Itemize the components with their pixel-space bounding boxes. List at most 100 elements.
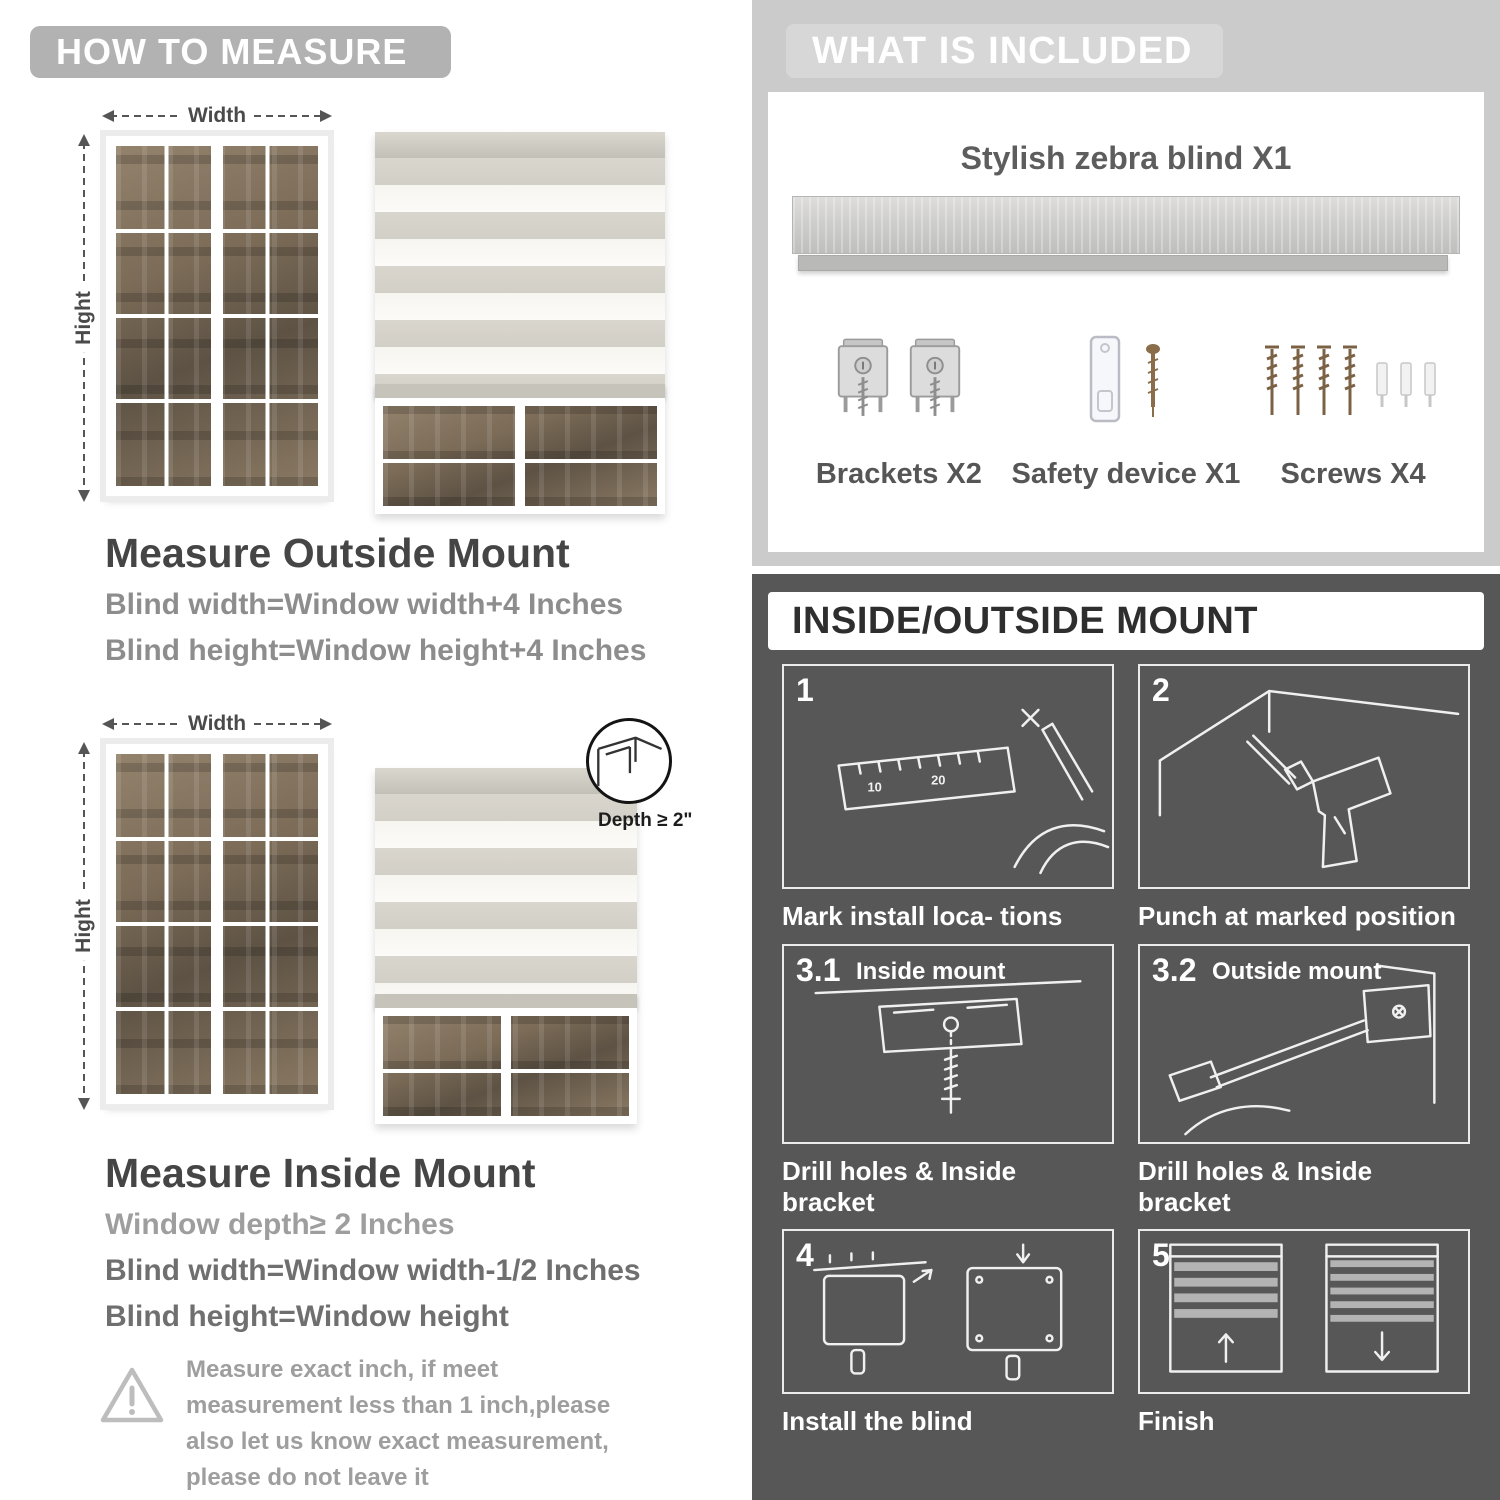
step-caption: Punch at marked position: [1138, 901, 1456, 931]
mark-locations-art: 10 20: [837, 708, 1110, 875]
height-label: Hight: [72, 891, 96, 961]
step-2-box: 2: [1138, 664, 1470, 889]
width-arrow: Width: [100, 104, 334, 128]
window-muntins: [383, 406, 657, 506]
height-arrow: Hight: [72, 740, 96, 1112]
brackets-icons: [832, 322, 966, 444]
outside-bracket-art: [1168, 964, 1436, 1136]
outside-mount-figure: Width Hight: [70, 104, 690, 522]
step-caption: Install the blind: [782, 1406, 973, 1436]
safety-device-item: Safety device X1: [1006, 322, 1246, 491]
step-caption: Mark install loca- tions: [782, 901, 1063, 931]
step-5: 5: [1138, 1229, 1470, 1437]
inside-mount-title: Measure Inside Mount: [105, 1150, 536, 1196]
window-muntins: [116, 754, 318, 1094]
step-2: 2 Punch at marked position: [1138, 664, 1470, 932]
step-3-1-box: 3.1 Inside mount: [782, 944, 1114, 1144]
inside-formula-width: Blind width=Window width-1/2 Inches: [105, 1254, 641, 1287]
blind-stripes: [375, 158, 665, 384]
screws-icons: [1253, 322, 1453, 444]
included-panel: Stylish zebra blind X1: [768, 92, 1484, 552]
what-is-included-header: WHAT IS INCLUDED: [786, 24, 1223, 78]
step-row-2: 3.1 Inside mount Drill holes & Inside br…: [782, 944, 1470, 1218]
screws-icon: [1265, 345, 1436, 415]
step-row-3: 4 Install the blind: [782, 1229, 1470, 1437]
width-arrow: Width: [100, 712, 334, 736]
step-5-box: 5: [1138, 1229, 1470, 1394]
safety-device-label: Safety device X1: [1011, 458, 1241, 490]
outside-mount-title: Measure Outside Mount: [105, 530, 570, 576]
outside-formula-width: Blind width=Window width+4 Inches: [105, 588, 624, 621]
corner-detail-icon: [597, 736, 663, 787]
screws-item: Screws X4: [1246, 322, 1460, 491]
depth-callout-label: Depth ≥ 2": [598, 810, 693, 831]
step-3-2-box: 3.2 Outside mount: [1138, 944, 1470, 1144]
what-is-included-section: WHAT IS INCLUDED Stylish zebra blind X1: [752, 0, 1500, 566]
window-below-blind: [375, 1008, 637, 1124]
step-caption: Drill holes & Inside bracket: [782, 1156, 1017, 1217]
bracket-icon: [837, 338, 889, 416]
inside-formula-height: Blind height=Window height: [105, 1300, 509, 1333]
step-caption: Drill holes & Inside bracket: [1138, 1156, 1373, 1217]
outside-formula-height: Blind height=Window height+4 Inches: [105, 634, 647, 667]
inside-mount-label: Inside mount: [856, 958, 1006, 985]
blind-headrail-lip: [798, 255, 1448, 271]
ruler-mark: 10: [867, 779, 881, 794]
window-illustration: [106, 136, 328, 496]
width-label: Width: [179, 104, 255, 128]
step-number: 4: [796, 1237, 814, 1273]
zebra-blind-illustration: [375, 132, 665, 514]
screws-label: Screws X4: [1280, 458, 1426, 490]
bracket-icon: [909, 338, 961, 416]
step-number: 5: [1152, 1237, 1170, 1273]
finish-art: [1169, 1243, 1439, 1373]
step-3-1: 3.1 Inside mount Drill holes & Inside br…: [782, 944, 1114, 1218]
step-number: 3.2: [1152, 952, 1197, 988]
inside-formula-depth: Window depth≥ 2 Inches: [105, 1208, 455, 1241]
step-3-2: 3.2 Outside mount Drill holes & Inside b…: [1138, 944, 1470, 1218]
step-number: 3.1: [796, 952, 841, 988]
install-blind-art: [813, 1243, 1063, 1381]
parts-row: Brackets X2 Safety: [792, 322, 1460, 491]
step-1: 1 10 20 Mark install loca- tions: [782, 664, 1114, 932]
step-1-box: 1 10 20: [782, 664, 1114, 889]
window-illustration: [106, 744, 328, 1104]
inside-mount-figure: Width Hight Depth ≥ 2": [70, 712, 693, 1130]
width-arrow-line: [102, 718, 332, 730]
height-arrow-line: [78, 742, 90, 1110]
depth-callout-circle: [586, 718, 672, 804]
measure-warning: Measure exact inch, if meet measurement …: [98, 1352, 658, 1496]
width-label: Width: [179, 712, 255, 736]
step-4: 4 Install the blind: [782, 1229, 1114, 1437]
step-number: 2: [1152, 672, 1170, 708]
window-muntins: [116, 146, 318, 486]
window-muntins: [383, 1016, 629, 1116]
warning-triangle-icon: [100, 1367, 164, 1423]
step-row-1: 1 10 20 Mark install loca- tions 2: [782, 664, 1470, 932]
brackets-item: Brackets X2: [792, 322, 1006, 491]
drill-art: [1158, 689, 1460, 869]
how-to-measure-header: HOW TO MEASURE: [30, 26, 452, 78]
blind-headrail: [375, 132, 665, 158]
window-below-blind: [375, 398, 665, 514]
safety-device-icon: [1089, 335, 1160, 423]
height-arrow: Hight: [72, 132, 96, 504]
step-4-box: 4: [782, 1229, 1114, 1394]
step-caption: Finish: [1138, 1406, 1215, 1436]
blind-product-label: Stylish zebra blind X1: [960, 140, 1292, 176]
warning-text: Measure exact inch, if meet measurement …: [186, 1356, 611, 1491]
step-number: 1: [796, 672, 814, 708]
mount-instructions-section: INSIDE/OUTSIDE MOUNT 1 10 20 Mark instal: [752, 574, 1500, 1500]
blind-headrail-image: [792, 196, 1460, 254]
blind-bottomrail: [375, 384, 665, 398]
inside-bracket-art: [814, 980, 1082, 1114]
ruler-mark: 20: [931, 772, 945, 787]
brackets-label: Brackets X2: [815, 458, 982, 490]
outside-mount-label: Outside mount: [1212, 958, 1382, 985]
blind-bottomrail: [375, 994, 637, 1008]
height-arrow-line: [78, 134, 90, 502]
mount-header: INSIDE/OUTSIDE MOUNT: [768, 592, 1484, 650]
height-label: Hight: [72, 283, 96, 353]
blind-stripes: [375, 794, 637, 994]
